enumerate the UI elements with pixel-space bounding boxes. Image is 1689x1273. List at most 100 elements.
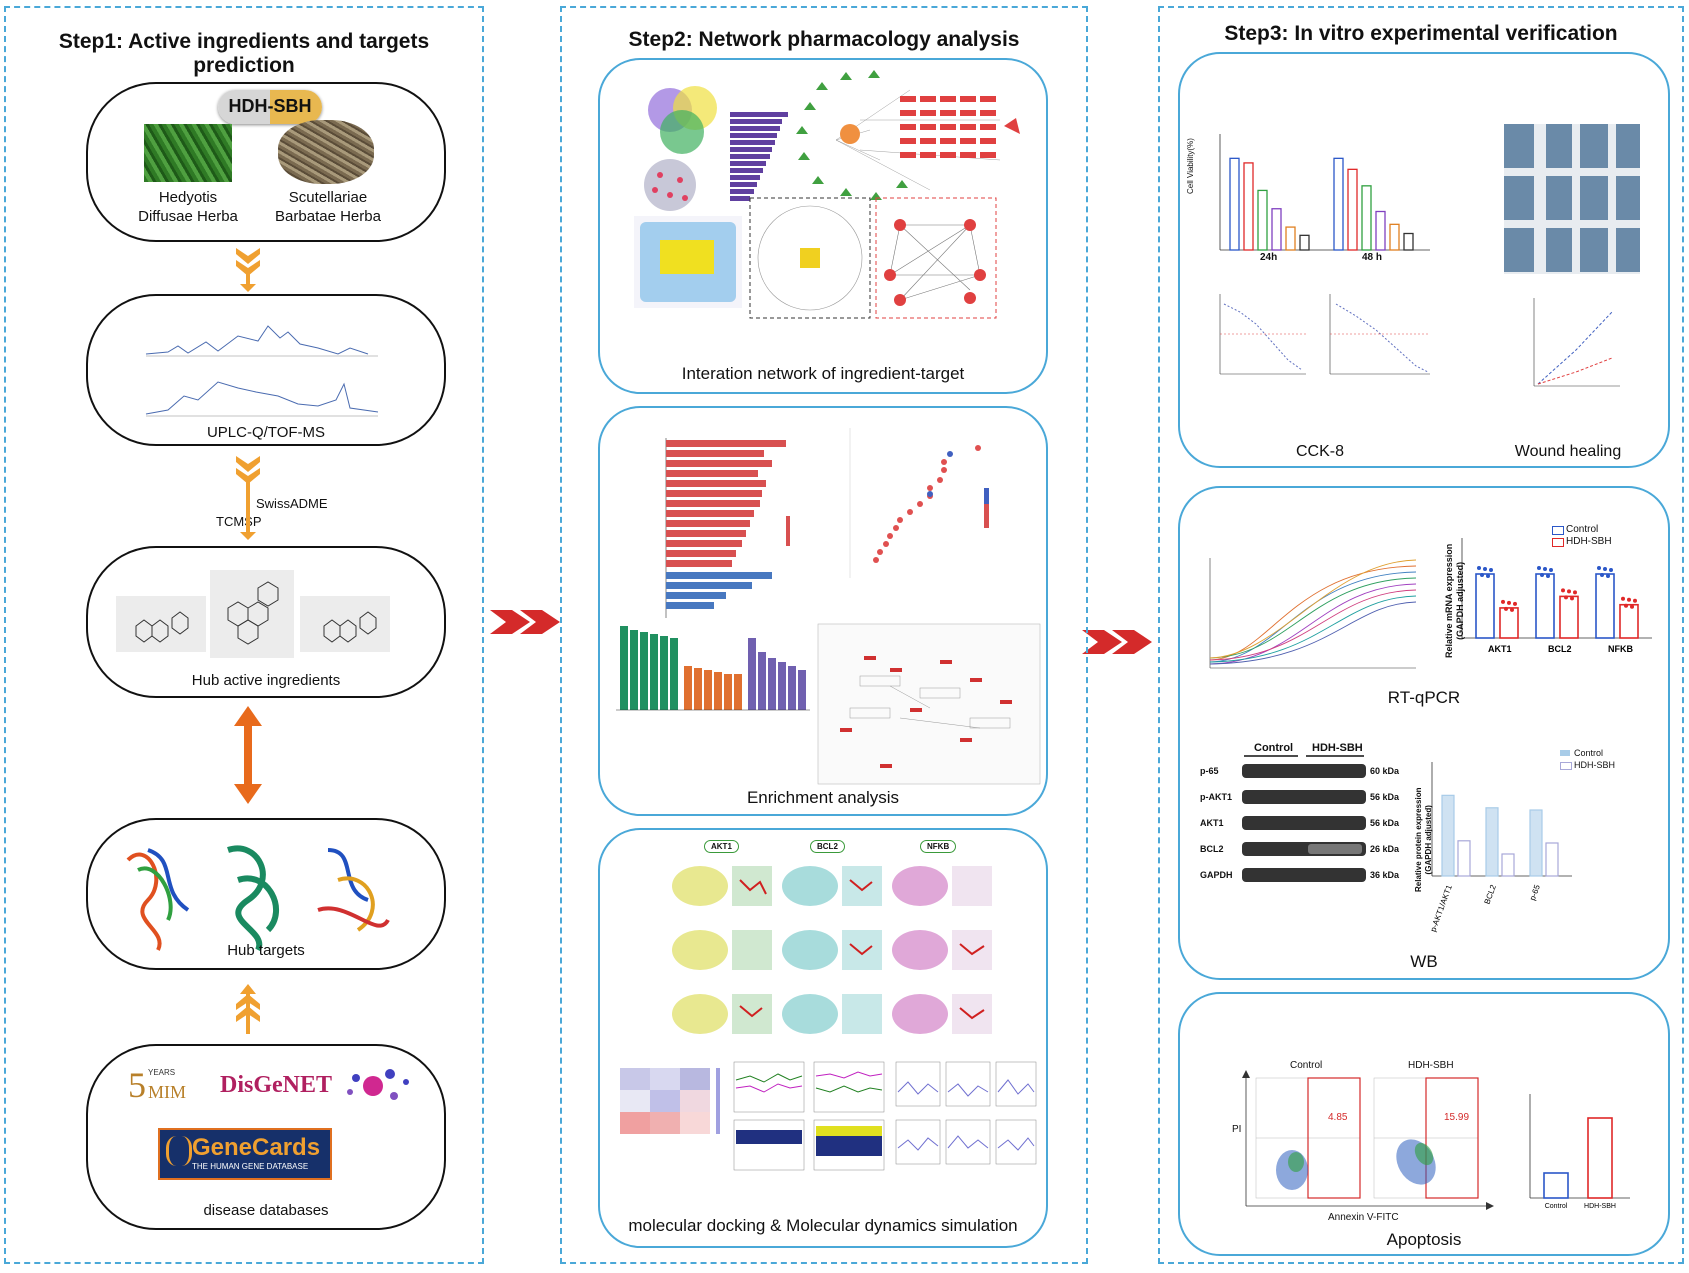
apo-bar — [1587, 1117, 1613, 1199]
cck8-bar — [1257, 189, 1268, 251]
cck8-bar — [1389, 223, 1400, 251]
wb-kda-1: 56 kDa — [1370, 792, 1400, 802]
qpcr-point — [1567, 589, 1571, 594]
apoptosis-panel: Control HDH-SBH 4.85 15.99 Annexin V-FIT… — [1178, 992, 1670, 1256]
step2-title: Step2: Network pharmacology analysis — [628, 28, 1020, 51]
qpcr-chart: AKT1 BCL2 NFKB — [1461, 538, 1652, 654]
qpcr-point — [1486, 574, 1490, 578]
step3-title: Step3: In vitro experimental verificatio… — [1224, 22, 1618, 45]
qpcr-point — [1597, 566, 1601, 570]
wb-legend-treat: HDH-SBH — [1574, 760, 1616, 770]
wb-band-2: AKT1 — [1200, 818, 1224, 828]
step2-column: Step2: Network pharmacology analysis — [560, 6, 1088, 1264]
apoptosis-caption: Apoptosis — [1386, 1230, 1462, 1249]
cck8-chart — [1219, 124, 1640, 387]
ingredients-caption: Hub active ingredients — [191, 672, 341, 689]
flow-title-treat: HDH-SBH — [1408, 1060, 1454, 1071]
wb-kda-2: 56 kDa — [1370, 818, 1400, 828]
flow-ylabel: PI — [1232, 1124, 1242, 1135]
flow-value-treat: 15.99 — [1444, 1112, 1470, 1123]
cck8-bar — [1403, 232, 1414, 251]
cck8-bar — [1347, 168, 1358, 251]
wb-bar — [1529, 809, 1543, 877]
qpcr-xtick: AKT1 — [1488, 644, 1512, 654]
wb-group-treat: HDH-SBH — [1312, 742, 1363, 754]
ms-pill: UPLC-Q/TOF-MS — [86, 294, 446, 446]
apo-xtick: Control — [1545, 1203, 1568, 1210]
step1-arrows — [234, 248, 262, 1034]
wb-band-0: p-65 — [1200, 766, 1219, 776]
cck8-bar — [1333, 157, 1344, 251]
cck8-panel: Cell Viability(%) — [1178, 52, 1670, 468]
flow-value-control: 4.85 — [1328, 1112, 1348, 1123]
targets-caption: Hub targets — [227, 942, 305, 959]
qpcr-bar — [1559, 595, 1579, 639]
capsule: HDH-SBH — [218, 90, 322, 124]
qpcr-bar — [1499, 607, 1519, 639]
wb-ylabel: Relative protein expression (GAPDH adjus… — [1414, 787, 1433, 892]
cck8-bar — [1229, 157, 1240, 251]
wb-kda-0: 60 kDa — [1370, 766, 1400, 776]
qpcr-point — [1507, 600, 1511, 605]
wb-xtick: p-65 — [1528, 883, 1542, 902]
apo-xtick: HDH-SBH — [1584, 1203, 1616, 1210]
flow-plots — [1242, 1070, 1494, 1210]
docking-caption: molecular docking & Molecular dynamics s… — [628, 1216, 1018, 1235]
qpcr-point — [1483, 567, 1487, 571]
qpcr-point — [1561, 588, 1565, 593]
wb-bar — [1545, 842, 1559, 877]
wb-bar — [1485, 807, 1499, 877]
databases-caption: disease databases — [203, 1202, 329, 1219]
qpcr-point — [1570, 596, 1574, 601]
step1-title: Step1: Active ingredients and targets pr… — [58, 30, 430, 77]
ingredients-pill: Hub active ingredients — [86, 546, 446, 698]
hedyotis-image — [144, 124, 232, 182]
qpcr-point — [1606, 574, 1610, 578]
apoptosis-chart: Control HDH-SBH — [1529, 1094, 1630, 1210]
capsule-label: HDH-SBH — [228, 96, 312, 116]
wb-blots — [1242, 755, 1366, 882]
network-caption: Interation network of ingredient-target — [681, 364, 965, 383]
scutellaria-image — [278, 120, 374, 184]
docking-target-nfkb: NFKB — [920, 840, 957, 853]
qpcr-point — [1537, 566, 1541, 570]
qpcr-legend-swatch-control — [1552, 526, 1564, 535]
qpcr-point — [1627, 597, 1631, 602]
cck8-bar — [1361, 185, 1372, 251]
docking-target-akt1: AKT1 — [704, 840, 739, 853]
network-figure — [634, 70, 1020, 319]
docking-panel: AKT1 BCL2 NFKB — [598, 828, 1048, 1248]
wb-legend-swatch-treat — [1560, 762, 1572, 770]
qpcr-point — [1510, 607, 1514, 612]
tcmsp-label: TCMSP — [216, 514, 262, 529]
qpcr-point — [1600, 573, 1604, 577]
wb-kda-3: 26 kDa — [1370, 844, 1400, 854]
qpcr-point — [1549, 568, 1553, 572]
qpcr-point — [1504, 606, 1508, 611]
qpcr-point — [1573, 590, 1577, 595]
cck8-bar — [1375, 210, 1386, 251]
wb-bar — [1501, 853, 1515, 877]
cck8-bar — [1299, 234, 1310, 251]
cck8-bar — [1285, 226, 1296, 251]
flow-xlabel: Annexin V-FITC — [1328, 1212, 1399, 1223]
qpcr-caption: RT-qPCR — [1387, 688, 1461, 707]
wb-legend-swatch-control — [1560, 750, 1570, 756]
qpcr-xtick: NFKB — [1608, 644, 1633, 654]
qpcr-xtick: BCL2 — [1548, 644, 1572, 654]
cck8-group-48h: 48 h — [1362, 252, 1383, 263]
enrichment-caption: Enrichment analysis — [746, 788, 900, 807]
molecule-structures — [116, 570, 390, 658]
wb-band-4: GAPDH — [1200, 870, 1233, 880]
ms-caption: UPLC-Q/TOF-MS — [206, 424, 326, 441]
qpcr-curves — [1209, 558, 1417, 669]
qpcr-point — [1489, 568, 1493, 572]
herb1-label: Hedyotis Diffusae Herba — [138, 189, 238, 225]
disgenet-dots — [347, 1069, 409, 1100]
qpcr-point — [1480, 573, 1484, 577]
qpcr-point — [1603, 567, 1607, 571]
chromatogram — [145, 325, 379, 417]
qpcr-point — [1501, 599, 1505, 604]
